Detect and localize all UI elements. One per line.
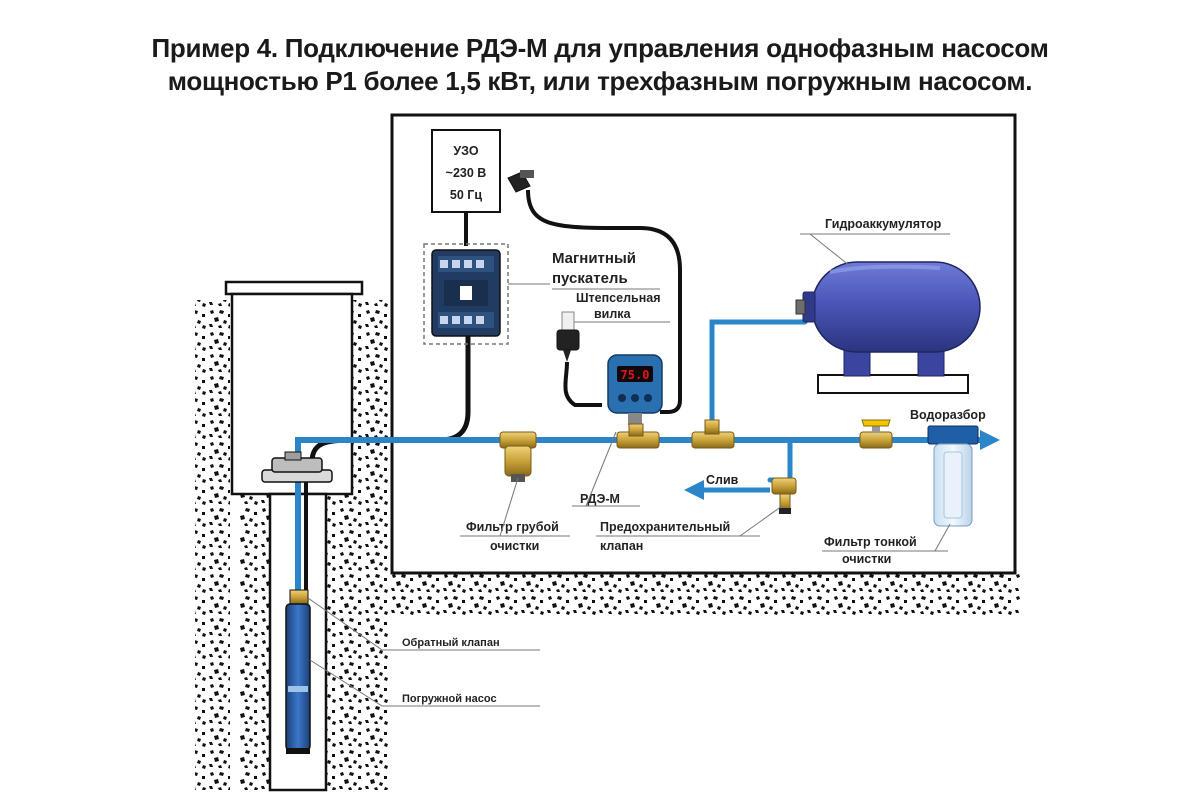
coarse-filter-leader — [499, 477, 519, 537]
plug-label-line-2: вилка — [594, 307, 632, 321]
wall-plug — [507, 170, 534, 193]
coarse-filter — [499, 431, 537, 482]
fine-filter-leader — [934, 523, 951, 552]
drain-label: Слив — [706, 473, 739, 487]
pump-label: Погружной насос — [402, 693, 497, 705]
fine-filter — [927, 425, 979, 527]
hydro-accumulator — [795, 261, 981, 394]
title-line-1: Пример 4. Подключение РДЭ-М для управлен… — [151, 33, 1049, 63]
rde-leader — [585, 431, 617, 507]
check-valve-label: Обратный клапан — [402, 637, 500, 649]
submersible-pump — [285, 603, 311, 754]
title-line-2: мощностью Р1 более 1,5 кВт, или трехфазн… — [167, 66, 1033, 96]
rcd-label-line-1: УЗО — [453, 144, 478, 158]
page-title: Пример 4. Подключение РДЭ-М для управлен… — [0, 32, 1200, 98]
safety-valve-label-line-2: клапан — [600, 539, 643, 553]
rde-tee — [616, 423, 660, 449]
plug — [556, 311, 580, 362]
check-valve-leader — [307, 597, 540, 651]
rcd-label-line-2: ~230 В — [446, 166, 487, 180]
fine-filter-label-line-2: очистки — [842, 552, 891, 566]
starter-label-line-1: Магнитный — [552, 250, 636, 267]
rcd-box: УЗО ~230 В 50 Гц — [431, 129, 501, 213]
check-valve — [289, 589, 309, 605]
rde-display: 75.0 — [621, 368, 650, 382]
safety-valve-label-line-1: Предохранительный — [600, 520, 730, 534]
outlet-label: Водоразбор — [910, 408, 986, 422]
drain-arrow — [684, 480, 770, 500]
coarse-filter-label-line-1: Фильтр грубой — [466, 520, 559, 534]
rcd-label-line-3: 50 Гц — [450, 188, 482, 202]
rde-label: РДЭ-М — [580, 492, 620, 506]
coarse-filter-label-line-2: очистки — [490, 539, 539, 553]
rde-m-device: 75.0 — [607, 354, 663, 425]
power-cable — [526, 189, 682, 414]
ball-valve — [859, 419, 893, 449]
pump-leader — [309, 659, 540, 707]
safety-valve — [771, 477, 797, 514]
accumulator-leader — [809, 233, 851, 267]
outlet-arrow — [980, 430, 1000, 450]
fine-filter-label-line-1: Фильтр тонкой — [824, 535, 917, 549]
accumulator-tee — [691, 419, 735, 449]
ground — [195, 300, 1020, 790]
well-cap — [261, 451, 333, 483]
plug-label-line-1: Штепсельная — [576, 291, 661, 305]
magnetic-starter — [423, 243, 509, 345]
accumulator-label: Гидроаккумулятор — [825, 217, 942, 231]
starter-label-line-2: пускатель — [552, 270, 628, 287]
safety-valve-leader — [739, 505, 783, 537]
plug-cable — [563, 361, 602, 407]
